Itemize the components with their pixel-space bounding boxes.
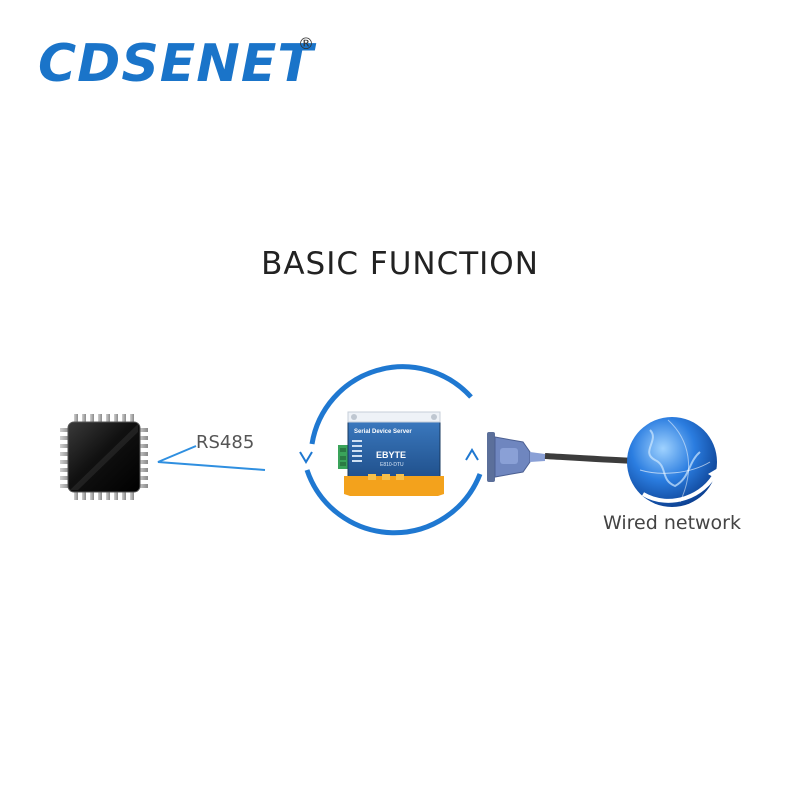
brand-logo: CDSENET (38, 36, 313, 92)
logo-text: CDSENET (38, 34, 314, 94)
serial-device-server-icon: Serial Device Server EBYTE E810-DTU (338, 411, 444, 496)
rs485-arrow (157, 445, 266, 471)
cycle-arrowheads (299, 448, 479, 464)
globe-icon (627, 417, 718, 507)
chip-icon (60, 414, 148, 500)
db9-connector-icon (487, 432, 637, 482)
page-title: BASIC FUNCTION (261, 246, 539, 282)
device-model-text: E810-DTU (380, 462, 404, 468)
cycle-ring (304, 364, 483, 536)
registered-mark: ® (298, 34, 314, 53)
wired-network-label: Wired network (603, 512, 741, 534)
rs485-label: RS485 (196, 432, 255, 453)
device-header-text: Serial Device Server (354, 429, 412, 435)
device-brand-text: EBYTE (376, 450, 406, 460)
